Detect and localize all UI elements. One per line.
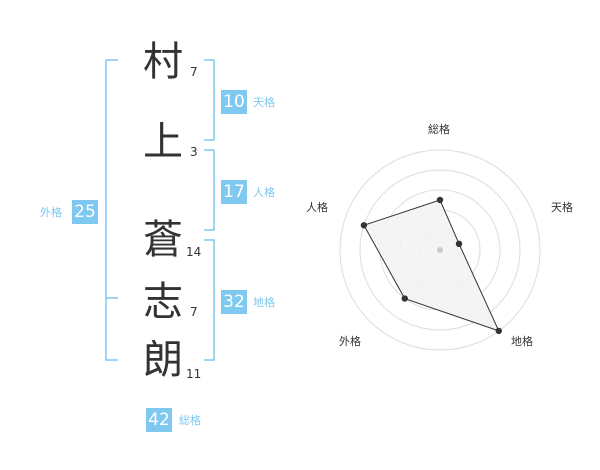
radar-axis-label-gaik: 外格 bbox=[339, 335, 361, 348]
name-char-2: 上 bbox=[143, 119, 183, 165]
radar-polygon bbox=[363, 199, 500, 332]
radar-point-4 bbox=[360, 222, 368, 229]
chikaku-label: 地格 bbox=[253, 296, 275, 309]
stroke-count-2: 3 bbox=[190, 145, 198, 159]
radar-axis-label-chik: 地格 bbox=[511, 335, 533, 348]
radar-center bbox=[437, 247, 443, 253]
name-char-5: 朗 bbox=[143, 337, 183, 383]
radar-point-2 bbox=[495, 327, 502, 335]
chikaku-value: 32 bbox=[221, 290, 247, 314]
jinkaku-value: 17 bbox=[221, 180, 247, 204]
stroke-count-3: 14 bbox=[186, 245, 202, 259]
stroke-count-5: 11 bbox=[186, 367, 202, 381]
tenkaku-value: 10 bbox=[221, 90, 247, 114]
soukaku-value: 42 bbox=[146, 408, 172, 432]
gaikaku-label: 外格 bbox=[40, 206, 62, 219]
name-char-4: 志 bbox=[143, 279, 183, 325]
name-char-1: 村 bbox=[143, 39, 183, 85]
soukaku-label: 総格 bbox=[179, 414, 201, 427]
stroke-count-4: 7 bbox=[190, 305, 198, 319]
radar-axis-label-souk: 総格 bbox=[428, 123, 450, 136]
name-char-3: 蒼 bbox=[143, 217, 183, 263]
radar-point-3 bbox=[401, 295, 408, 302]
radar-ring bbox=[359, 169, 521, 331]
gaikaku-value: 25 bbox=[72, 200, 98, 224]
radar-point-0 bbox=[436, 196, 444, 204]
radar-point-1 bbox=[455, 240, 463, 248]
radar-axis-label-tenk: 天格 bbox=[551, 201, 573, 214]
tenkaku-label: 天格 bbox=[253, 96, 275, 109]
radar-axis-label-jink: 人格 bbox=[306, 201, 328, 214]
jinkaku-label: 人格 bbox=[253, 186, 275, 199]
stroke-count-1: 7 bbox=[190, 65, 198, 79]
